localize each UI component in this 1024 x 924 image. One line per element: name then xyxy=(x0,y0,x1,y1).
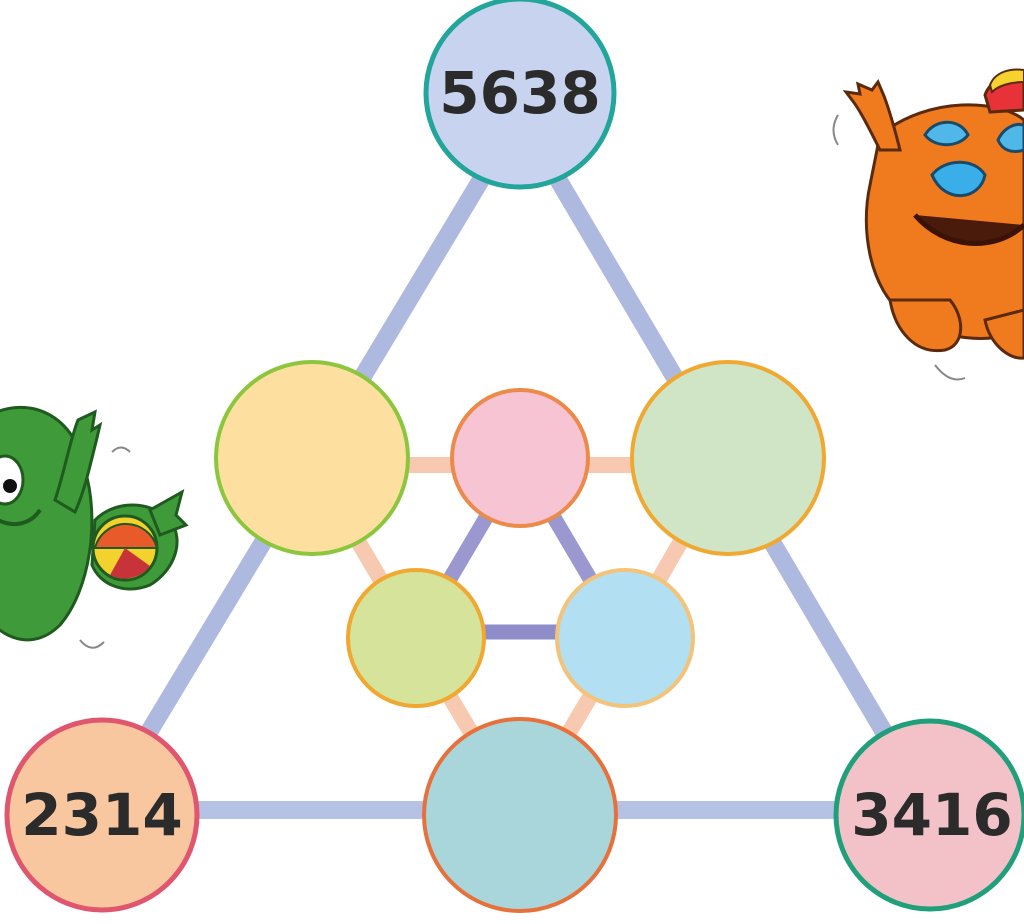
node-upper-right-empty[interactable] xyxy=(630,360,826,556)
node-bottom-right: 3416 xyxy=(833,718,1024,912)
node-bottom-left-circle xyxy=(4,717,200,913)
node-upper-left-empty[interactable] xyxy=(214,360,410,556)
node-bottom-right-circle xyxy=(833,718,1024,912)
node-bottom-left-value: 2314 xyxy=(21,781,182,849)
node-top-circle xyxy=(423,0,617,190)
node-top: 5638 xyxy=(423,0,617,190)
node-bottom-middle-empty[interactable] xyxy=(422,717,618,913)
green-bird-mascot xyxy=(0,405,189,649)
node-top-value: 5638 xyxy=(439,59,600,127)
node-inner-right-empty[interactable] xyxy=(555,568,695,708)
node-bottom-right-value: 3416 xyxy=(851,781,1012,849)
node-bottom-left: 2314 xyxy=(4,717,200,913)
orange-furry-monster xyxy=(832,68,1024,381)
node-inner-top-empty[interactable] xyxy=(450,388,590,528)
node-inner-left-empty[interactable] xyxy=(346,568,486,708)
